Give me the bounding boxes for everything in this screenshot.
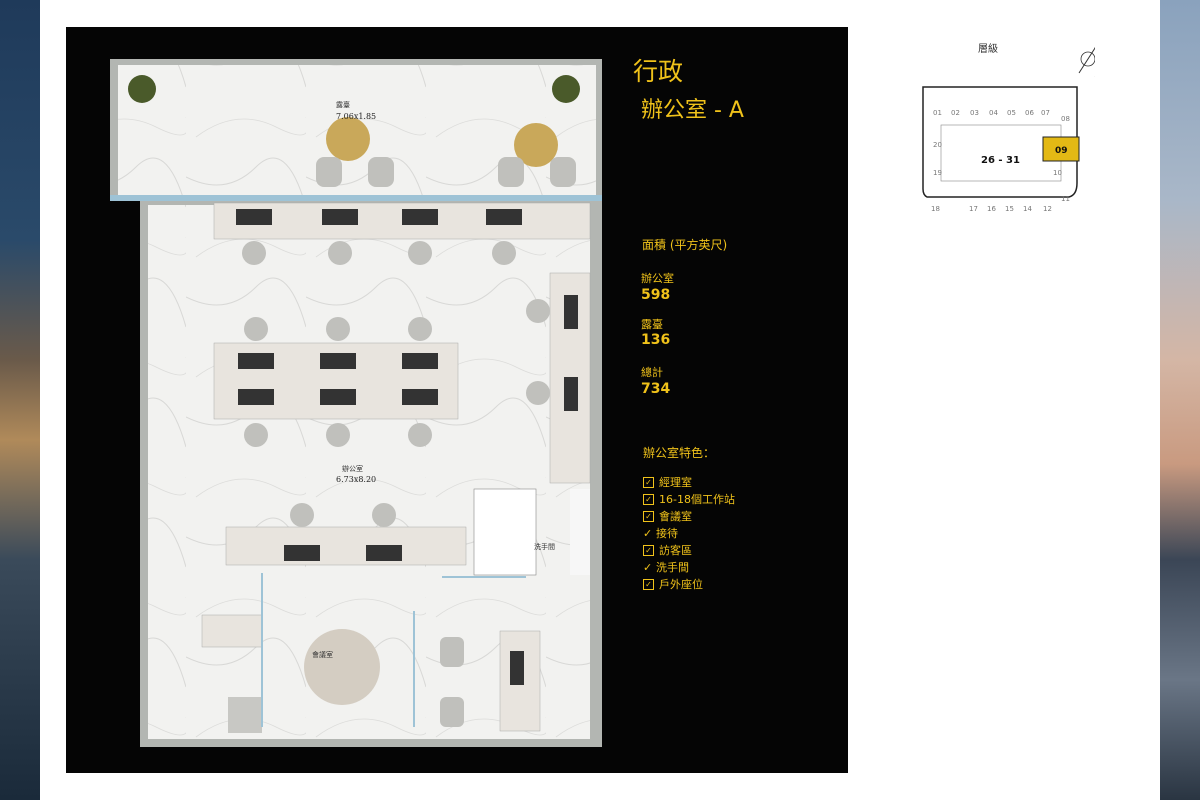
feature-item: ✓ 戶外座位	[643, 576, 735, 593]
feature-label: 洗手間	[656, 561, 689, 574]
unit-label: 14	[1023, 205, 1032, 213]
area-heading: 面積 (平方英尺)	[642, 238, 728, 252]
area-total-label: 總計	[641, 366, 663, 379]
checkbox-icon: ✓	[643, 494, 654, 505]
area-terrace-value: 136	[641, 332, 671, 348]
features-list: ✓經理室 ✓16-18個工作站 ✓會議室 ✓接待 ✓訪客區 ✓洗手間 ✓戶外座位	[643, 474, 735, 593]
unit-label: 03	[970, 109, 979, 117]
feature-label: 16-18個工作站	[659, 493, 735, 506]
unit-label: 15	[1005, 205, 1014, 213]
terrace-chair	[550, 157, 576, 187]
unit-label: 20	[933, 141, 942, 149]
feature-item: ✓ 會議室	[643, 508, 735, 525]
feature-label: 接待	[656, 527, 678, 540]
terrace-area: 露臺 7.06x1.85	[110, 59, 602, 201]
unit-label: 11	[1061, 195, 1070, 203]
feature-item: ✓ 16-18個工作站	[643, 491, 735, 508]
keyplan-diagram: 09 26 - 31 01 02 03 04 05 06 07 08 10 11…	[922, 47, 1095, 213]
compass-icon	[1080, 51, 1095, 67]
title-line-2: 辦公室 - A	[641, 98, 744, 123]
features-heading: 辦公室特色：	[643, 446, 716, 460]
unit-label: 01	[933, 109, 942, 117]
office-label: 辦公室	[342, 464, 363, 473]
unit-label: 18	[931, 205, 940, 213]
keyplan-floor-range: 26 - 31	[981, 155, 1020, 166]
unit-label: 07	[1041, 109, 1050, 117]
terrace-chair	[316, 157, 342, 187]
unit-label: 05	[1007, 109, 1016, 117]
plant-icon	[552, 75, 580, 103]
terrace-table	[326, 117, 370, 161]
compass-icon	[1078, 47, 1095, 74]
background-photo-right	[1160, 0, 1200, 800]
area-total-value: 734	[641, 381, 671, 397]
office-area: 辦公室 6.73x8.20 洗手間 會議室	[140, 201, 602, 747]
keyplan-selected-label: 09	[1055, 146, 1068, 156]
unit-label: 16	[987, 205, 996, 213]
checkbox-icon: ✓	[643, 477, 654, 488]
unit-label: 19	[933, 169, 942, 177]
background-photo-left	[0, 0, 40, 800]
feature-item: ✓接待	[643, 525, 735, 542]
keyplan-core	[940, 124, 1062, 182]
area-terrace-label: 露臺	[641, 318, 663, 331]
unit-label: 06	[1025, 109, 1034, 117]
feature-item: ✓洗手間	[643, 559, 735, 576]
feature-item: ✓ 訪客區	[643, 542, 735, 559]
feature-label: 經理室	[659, 476, 692, 489]
area-office-value: 598	[641, 287, 671, 303]
feature-label: 會議室	[659, 510, 692, 523]
floorplan-drawing: 露臺 7.06x1.85 辦公室 6.	[110, 59, 602, 747]
feature-label: 訪客區	[659, 544, 692, 557]
tick-icon: ✓	[643, 527, 653, 540]
terrace-chair	[368, 157, 394, 187]
unit-label: 12	[1043, 205, 1052, 213]
office-dims: 6.73x8.20	[336, 475, 376, 484]
terrace-table	[514, 123, 558, 167]
tick-icon: ✓	[643, 561, 653, 574]
terrace-chair	[498, 157, 524, 187]
terrace-dims: 7.06x1.85	[336, 112, 376, 121]
checkbox-icon: ✓	[643, 579, 654, 590]
title-line-1: 行政	[633, 57, 684, 86]
terrace-label: 露臺	[336, 100, 350, 109]
unit-label: 08	[1061, 115, 1070, 123]
keyplan-heading: 層級	[978, 44, 998, 55]
checkbox-icon: ✓	[643, 545, 654, 556]
plant-icon	[128, 75, 156, 103]
washroom-label: 洗手間	[534, 542, 555, 551]
keyplan-selected-unit	[1042, 136, 1080, 162]
unit-label: 04	[989, 109, 998, 117]
unit-label: 10	[1053, 169, 1062, 177]
unit-label: 17	[969, 205, 978, 213]
feature-label: 戶外座位	[659, 578, 703, 591]
area-office-label: 辦公室	[641, 272, 674, 285]
unit-label: 02	[951, 109, 960, 117]
checkbox-icon: ✓	[643, 511, 654, 522]
feature-item: ✓ 經理室	[643, 474, 735, 491]
meeting-label: 會議室	[312, 650, 333, 659]
